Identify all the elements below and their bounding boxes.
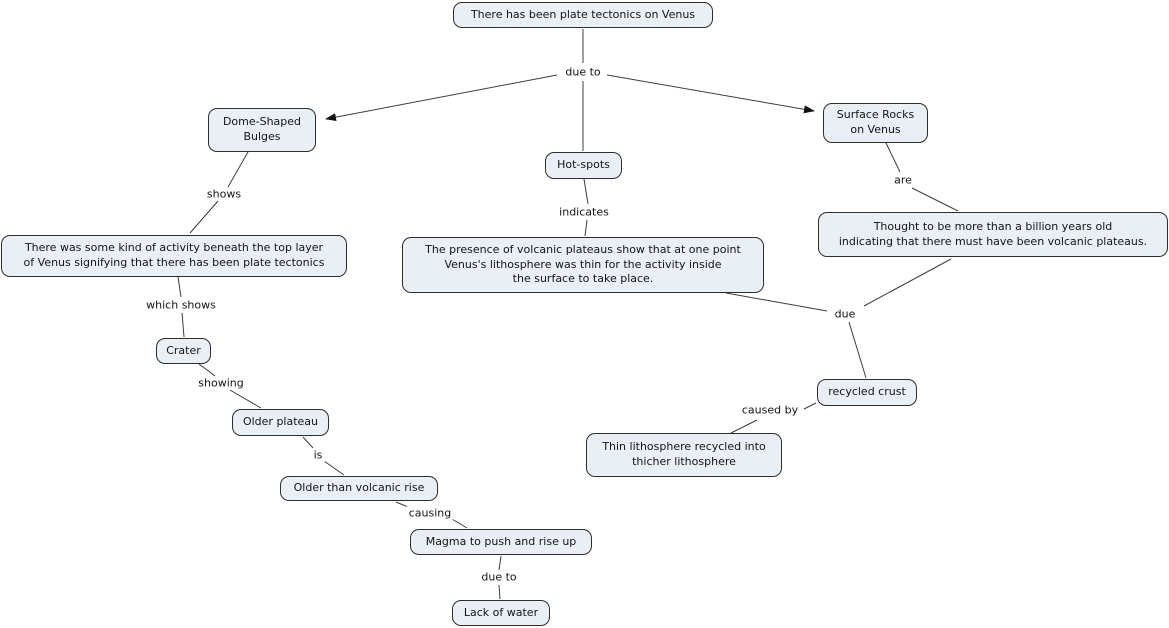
connector-line <box>323 460 345 476</box>
node-thin-lithosphere[interactable]: Thin lithosphere recycled into thicher l… <box>586 433 782 477</box>
edge-label-due[interactable]: due <box>831 307 859 321</box>
node-crater[interactable]: Crater <box>156 338 211 364</box>
edge-label-showing[interactable]: showing <box>195 376 247 390</box>
connector-line <box>498 555 502 571</box>
connector-line <box>198 363 216 377</box>
connector-line <box>911 187 959 212</box>
node-older-than-volcanic-rise[interactable]: Older than volcanic rise <box>280 476 438 501</box>
connector-line <box>730 419 758 434</box>
connector-line <box>395 501 409 508</box>
edge-label-shows[interactable]: shows <box>203 187 245 201</box>
node-surface-rocks[interactable]: Surface Rocks on Venus <box>823 103 928 143</box>
node-recycled-crust[interactable]: recycled crust <box>817 379 917 406</box>
edge-label-due-to-magma[interactable]: due to <box>478 570 520 584</box>
node-volcanic-plateaus[interactable]: The presence of volcanic plateaus show t… <box>402 237 764 293</box>
edge-label-which-shows[interactable]: which shows <box>143 298 219 312</box>
connector-line <box>451 518 468 529</box>
connector-line <box>181 312 185 338</box>
edge-label-indicates[interactable]: indicates <box>556 205 612 219</box>
connector-line <box>498 584 501 600</box>
connector-line <box>189 200 219 234</box>
connector-line <box>848 321 867 379</box>
connector-line <box>725 292 828 312</box>
node-billion-years-old[interactable]: Thought to be more than a billion years … <box>818 212 1168 257</box>
node-lack-of-water[interactable]: Lack of water <box>452 600 550 626</box>
node-plate-tectonics-root[interactable]: There has been plate tectonics on Venus <box>453 2 713 28</box>
connector-line <box>229 389 262 409</box>
edge-label-causing[interactable]: causing <box>405 506 455 520</box>
connector-arrow <box>606 74 815 114</box>
connector-arrow <box>325 74 558 122</box>
connector-line <box>885 142 901 173</box>
connector-line <box>584 219 588 237</box>
node-activity-beneath-top-layer[interactable]: There was some kind of activity beneath … <box>1 235 347 277</box>
connector-line <box>227 151 249 188</box>
connector-line <box>177 276 182 298</box>
connector-line <box>863 258 952 307</box>
connector-line <box>583 178 589 205</box>
edge-label-caused-by[interactable]: caused by <box>738 403 802 417</box>
node-dome-shaped-bulges[interactable]: Dome-Shaped Bulges <box>208 108 316 152</box>
edge-label-are[interactable]: are <box>891 173 915 187</box>
node-hot-spots[interactable]: Hot-spots <box>545 152 622 179</box>
connector-line <box>302 436 314 449</box>
node-magma-push-rise[interactable]: Magma to push and rise up <box>410 529 592 555</box>
connector-line <box>803 402 817 410</box>
edge-label-is[interactable]: is <box>310 448 326 462</box>
edge-label-due-to-root[interactable]: due to <box>562 65 604 79</box>
node-older-plateau[interactable]: Older plateau <box>232 409 329 436</box>
